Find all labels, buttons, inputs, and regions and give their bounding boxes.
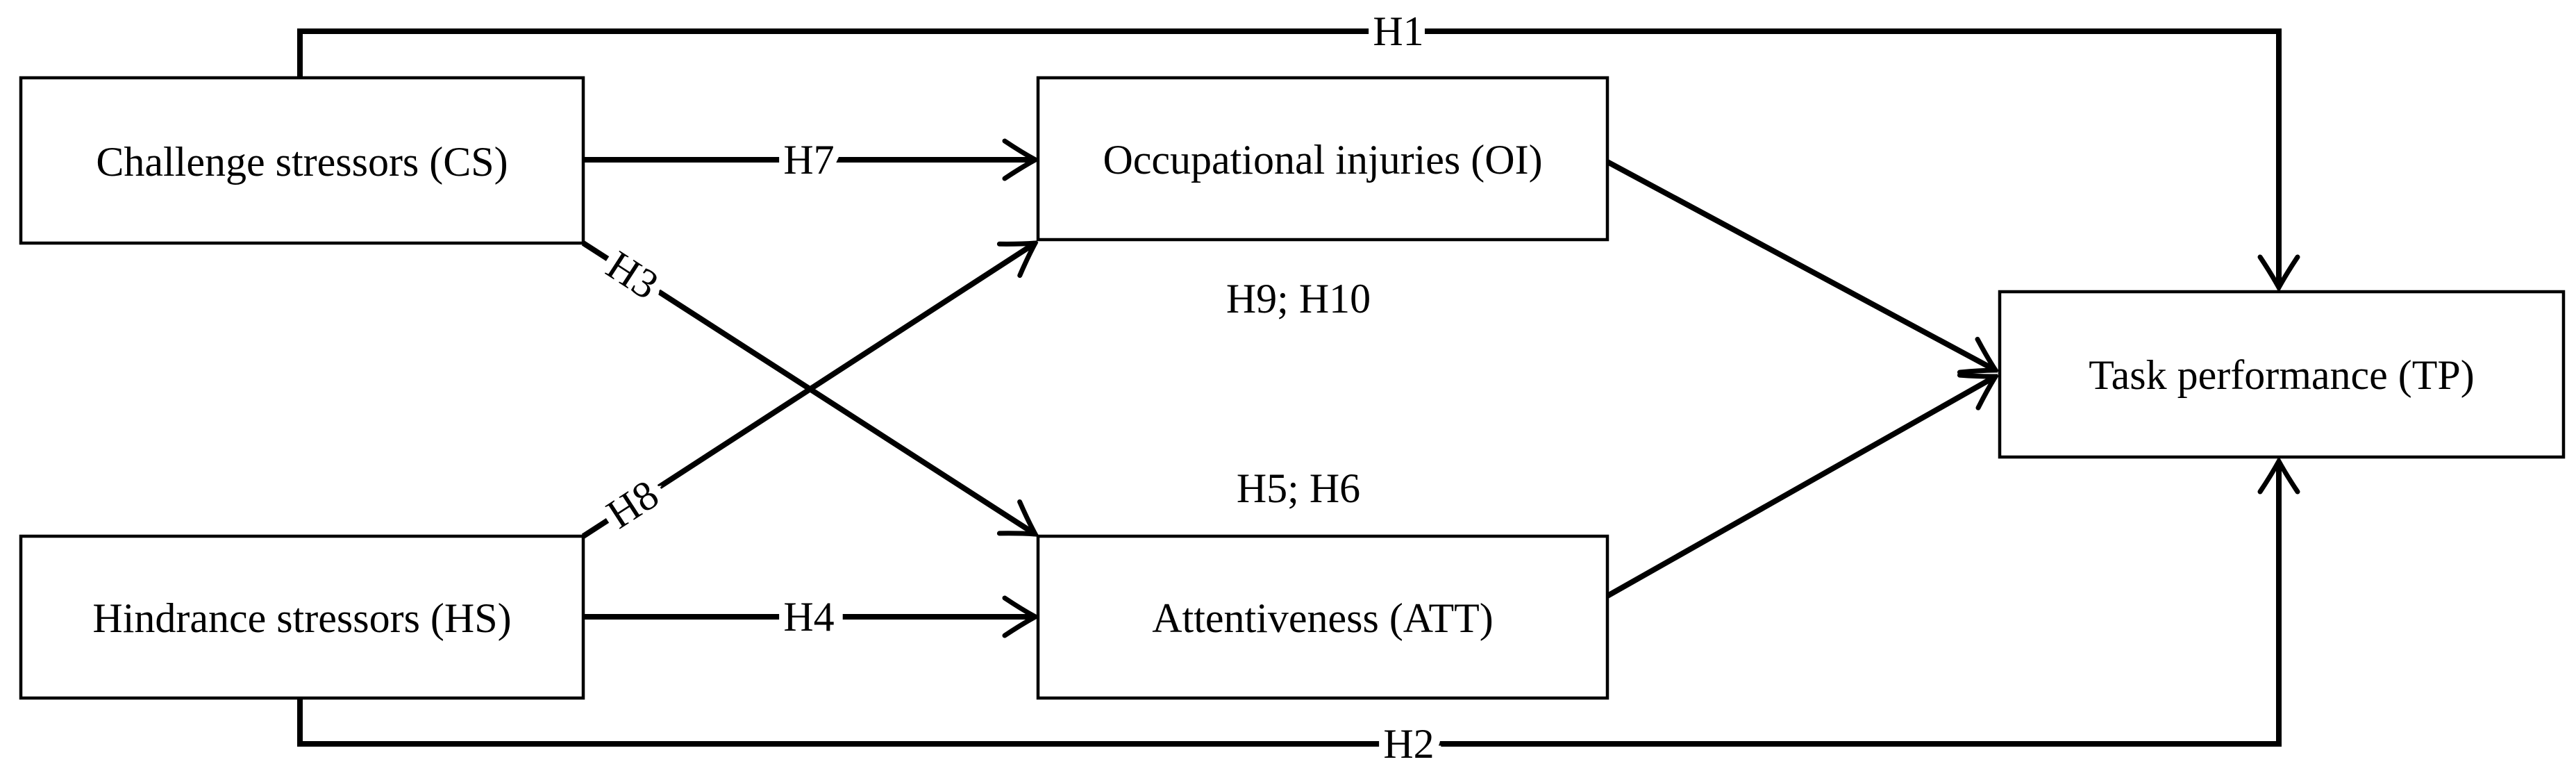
task-performance-label: Task performance (TP) [2089, 352, 2475, 398]
hindrance-stressors-box [19, 534, 585, 700]
edge-label-h3: H3 [599, 242, 666, 308]
challenge-stressors-label: Challenge stressors (CS) [96, 139, 508, 185]
node-occupational-injuries: Occupational injuries (OI) [1036, 76, 1609, 242]
edge-label-h1: H1 [1373, 8, 1423, 54]
node-hindrance-stressors: Hindrance stressors (HS) [19, 534, 585, 700]
node-challenge-stressors: Challenge stressors (CS) [19, 76, 585, 245]
occupational-injuries-box [1036, 76, 1609, 242]
edge-cs-to-tp-h1 [297, 28, 2279, 288]
attentiveness-box [1036, 534, 1609, 700]
node-task-performance: Task performance (TP) [1998, 290, 2566, 459]
attentiveness-label: Attentiveness (ATT) [1152, 595, 1494, 641]
edge-oi-to-tp [1606, 159, 1996, 370]
edge-hs-to-oi-h8 [581, 243, 1035, 539]
floating-label-h5-h6: H5; H6 [1237, 465, 1360, 511]
edge-att-to-tp [1606, 376, 1996, 599]
edge-label-h7: H7 [783, 137, 834, 183]
task-performance-box [1998, 290, 2566, 459]
challenge-stressors-box [19, 76, 585, 245]
edge-label-h8: H8 [599, 471, 666, 537]
hindrance-stressors-label: Hindrance stressors (HS) [92, 595, 511, 641]
floating-label-h9-h10: H9; H10 [1226, 276, 1371, 322]
node-attentiveness: Attentiveness (ATT) [1036, 534, 1609, 700]
edge-label-h4: H4 [783, 594, 834, 640]
occupational-injuries-label: Occupational injuries (OI) [1103, 137, 1542, 183]
edge-label-h2: H2 [1383, 721, 1434, 767]
edge-hs-to-tp-h2 [297, 461, 2279, 747]
